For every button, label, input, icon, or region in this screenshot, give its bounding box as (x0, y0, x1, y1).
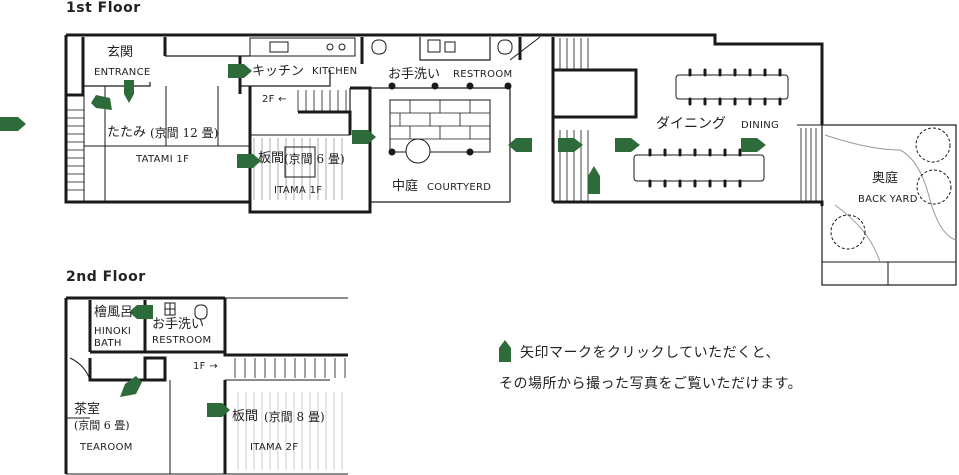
arrow-itama-1f[interactable] (237, 154, 261, 168)
itama-1f-size: (京間 6 畳) (284, 152, 345, 166)
kitchen-label-jp: キッチン (252, 64, 305, 79)
stairs-up-label: 2F ← (262, 94, 287, 105)
tatami-label-en: TATAMI 1F (136, 154, 190, 165)
instruction-line-1: 矢印マークをクリックしていただくと、 (520, 345, 781, 361)
itama-2f-label-jp: 板間 (232, 409, 259, 424)
legend-arrow-icon (499, 340, 511, 362)
hinoki-bath-label-jp: 檜風呂 (94, 305, 134, 320)
tatami-label-jp: たたみ (107, 125, 147, 140)
arrow-outside[interactable] (0, 117, 26, 131)
itama-2f-label-en: ITAMA 2F (250, 442, 299, 453)
tearoom-label-en: TEAROOM (80, 442, 133, 453)
hinoki-bath-label-en-1: HINOKI (94, 326, 132, 337)
arrow-itama-2f[interactable] (207, 403, 230, 417)
first-floor-title: 1st Floor (66, 0, 141, 16)
restroom-1f-label-en: RESTROOM (453, 69, 513, 80)
entrance-label-jp: 玄関 (107, 45, 134, 60)
dining-label-en: DINING (741, 120, 780, 131)
itama-1f-label-jp: 板間 (258, 151, 285, 166)
arrow-courtyard-right[interactable] (508, 138, 532, 152)
kitchen-label-en: KITCHEN (312, 66, 358, 77)
backyard-label-en: BACK YARD (858, 194, 918, 205)
tatami-size: (京間 12 畳) (150, 126, 219, 140)
arrow-entrance-diagonal[interactable] (91, 95, 112, 110)
arrow-passage-up[interactable] (588, 166, 600, 194)
arrow-tearoom[interactable] (120, 376, 142, 397)
tearoom-size: (京間 6 畳) (74, 419, 130, 432)
arrow-hinoki-bath[interactable] (129, 305, 153, 319)
stairs-down-label: 1F → (193, 361, 218, 372)
arrow-courtyard-left[interactable] (352, 130, 376, 144)
arrow-passage[interactable] (558, 138, 583, 152)
backyard-label-jp: 奥庭 (872, 171, 899, 186)
restroom-1f-label-jp: お手洗い (388, 67, 441, 82)
entrance-label-en: ENTRANCE (94, 67, 151, 78)
restroom-2f-label-jp: お手洗い (152, 317, 205, 332)
arrow-kitchen[interactable] (228, 64, 252, 78)
arrow-dining[interactable] (615, 138, 640, 152)
second-floor-plan (64, 296, 348, 475)
courtyard-label-jp: 中庭 (392, 179, 419, 194)
second-floor-title: 2nd Floor (66, 269, 146, 285)
restroom-2f-label-en: RESTROOM (152, 335, 212, 346)
tearoom-label-jp: 茶室 (74, 402, 101, 417)
itama-2f-size: (京間 8 畳) (264, 410, 325, 424)
arrow-backyard[interactable] (741, 138, 766, 152)
instruction-line-2: その場所から撮った写真をご覧いただけます。 (499, 376, 803, 392)
hinoki-bath-label-en-2: BATH (94, 338, 122, 349)
courtyard-label-en: COURTYERD (427, 182, 492, 193)
itama-1f-label-en: ITAMA 1F (274, 185, 323, 196)
dining-label-jp: ダイニング (656, 116, 726, 132)
arrow-entrance[interactable] (124, 80, 134, 103)
first-floor-plan (64, 33, 957, 286)
photo-arrows (0, 64, 766, 417)
